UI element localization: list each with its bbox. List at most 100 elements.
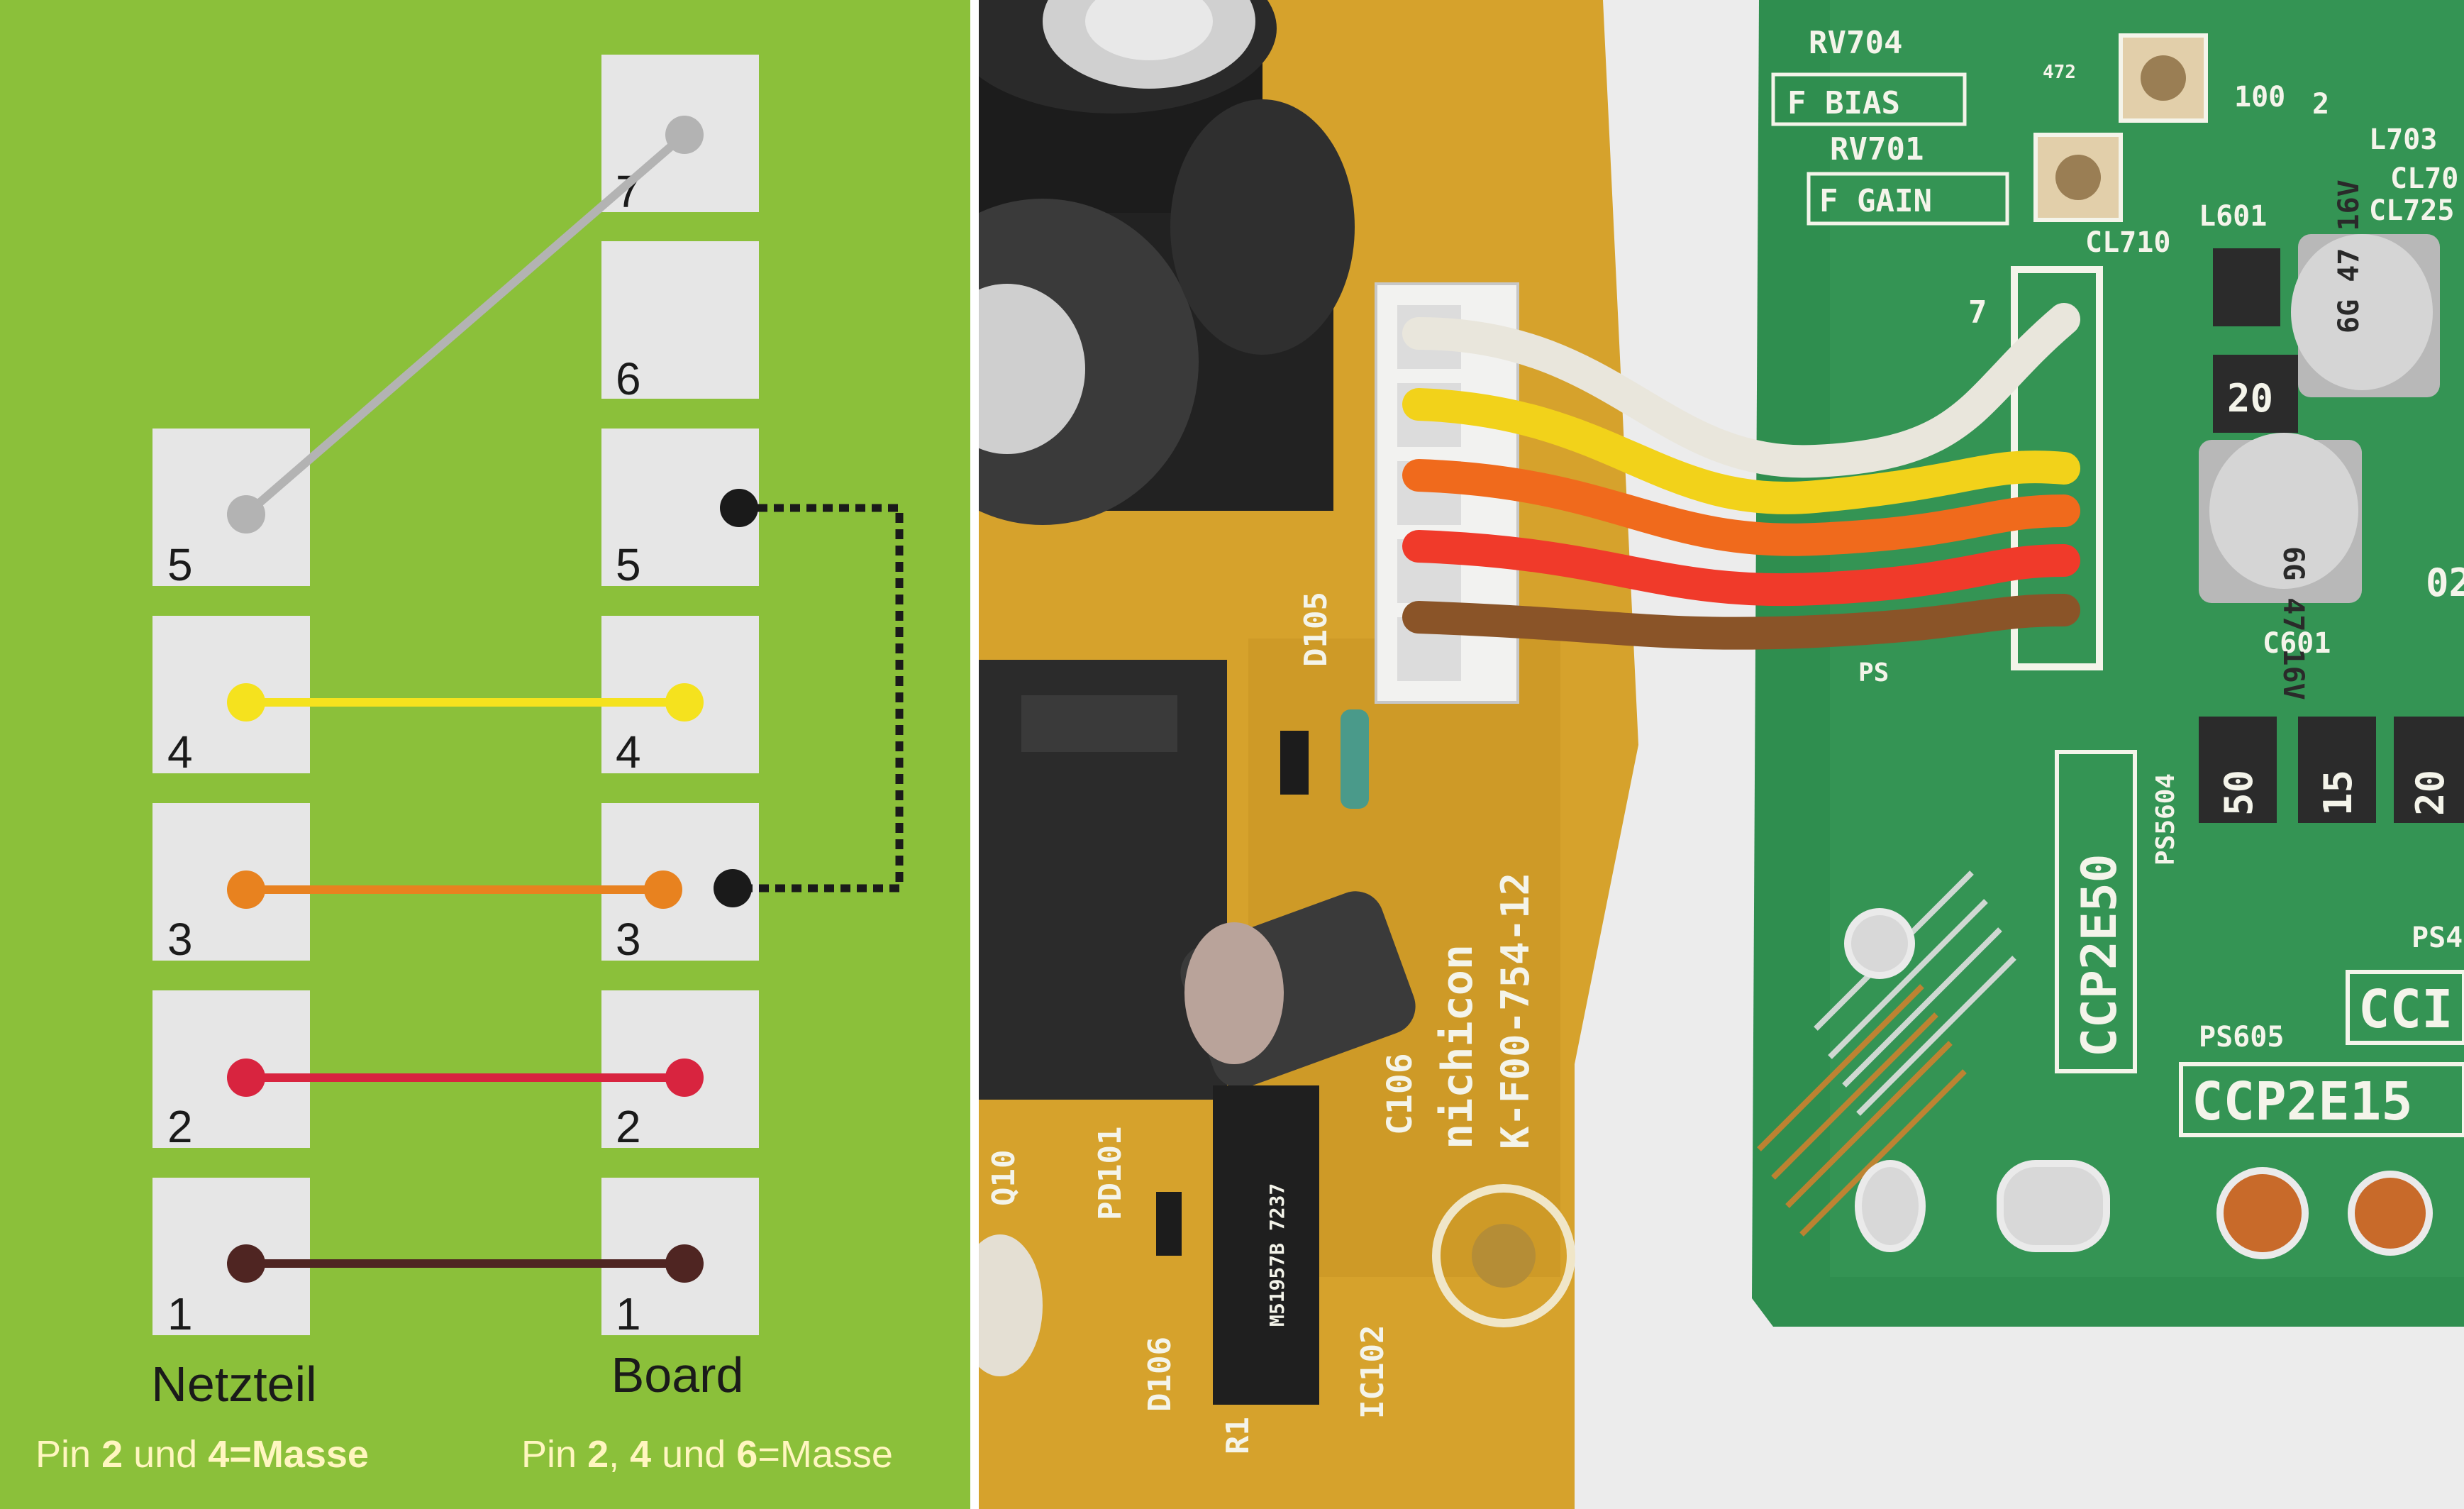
wire-brown: [1402, 594, 2080, 650]
diagram-background: [0, 0, 970, 1509]
board-pin-label: 2: [616, 1101, 641, 1152]
smd-capacitor: [2291, 234, 2440, 397]
silk-frame: [2055, 750, 2137, 1073]
bridge-dot: [720, 489, 758, 527]
board-silkscreen: RV704 F BIAS RV701 F GAIN CL710 L601 L70…: [1771, 25, 2464, 1137]
silk-cl70: CL70: [2390, 162, 2458, 195]
silk-kf00: K-F00-754-12: [1493, 873, 1538, 1149]
netzteil-pin-label: 2: [167, 1101, 193, 1152]
smd-chip: [2213, 248, 2280, 326]
wires: [227, 116, 904, 1283]
smd-chip: [2199, 717, 2277, 823]
diode: [1280, 731, 1309, 795]
pcb-pad-ring: [1432, 1184, 1575, 1327]
smd-chip: [2213, 355, 2298, 433]
wire-grey-5-to-7: [243, 131, 687, 518]
silk-q10: Q10: [986, 1150, 1022, 1206]
silk-cl710: CL710: [2085, 226, 2170, 259]
wire-red: [1402, 530, 2080, 607]
netzteil-pin-label: 4: [167, 726, 193, 778]
netzteil-pin-label: 1: [167, 1288, 193, 1339]
silk-frame: [2179, 1062, 2464, 1137]
board-pin-label: 5: [616, 539, 641, 590]
wire-dot: [227, 1244, 265, 1283]
psu-silkscreen: D105 C106 nichicon K-F00-754-12 Q10 PD10…: [986, 592, 1538, 1454]
board-caption: Board: [611, 1347, 744, 1403]
silk-d105: D105: [1298, 592, 1334, 667]
silk-ps4: PS4: [2412, 922, 2463, 954]
silk-ps: PS: [1858, 658, 1889, 687]
silk-l703: L703: [2369, 123, 2437, 156]
netzteil-pin-label: 5: [167, 539, 193, 590]
black-component-top: [1021, 695, 1177, 752]
wire-white: [1402, 303, 2080, 478]
bridge-dot: [714, 869, 752, 907]
resistor: [1341, 709, 1369, 809]
netzteil-caption: Netzteil: [151, 1356, 316, 1412]
silk-pin7: 7: [1968, 294, 1987, 331]
wire-dot: [227, 870, 265, 909]
copper-pad: [2348, 1171, 2433, 1256]
smd-label-100: 100: [2234, 81, 2285, 114]
smd-capacitor: [2199, 433, 2362, 603]
board-pin-label: 1: [616, 1288, 641, 1339]
board-pad-6: [601, 241, 759, 399]
silk-f-gain: F GAIN: [1819, 183, 1932, 219]
ic-marking: M51957B 7237: [1265, 1183, 1289, 1327]
wire-dot: [644, 870, 682, 909]
led: [979, 1234, 1043, 1376]
smd-label-20a: 20: [2227, 376, 2273, 421]
wire-dot: [665, 683, 704, 722]
silk-f-bias: F BIAS: [1787, 85, 1900, 121]
wire-dot: [227, 495, 265, 534]
smd-chip: [2298, 717, 2376, 823]
cap-marking: 6G 47 16V: [2277, 546, 2309, 700]
pcb-trace-area: [1248, 639, 1560, 1277]
board-photo: RV704 F BIAS RV701 F GAIN CL710 L601 L70…: [979, 0, 2464, 1509]
small-capacitor: [1180, 891, 1416, 1088]
silk-frame: [2346, 970, 2464, 1045]
mounting-hole: [1844, 908, 1915, 979]
bridge-dotted-5-to-3: [734, 504, 904, 892]
pcb-pad-center: [1472, 1224, 1536, 1288]
trim-pot-knob: [2055, 155, 2101, 200]
wire-yellow: [1402, 388, 2080, 514]
silk-c601: C601: [2263, 627, 2331, 660]
board-pin-label: 3: [616, 914, 641, 965]
silk-ccp2e50: CCP2E50: [2072, 853, 2128, 1057]
netzteil-pin-label: 3: [167, 914, 193, 965]
copper-hatching: [1757, 984, 1967, 1237]
smd-label-20c: 20: [2408, 770, 2453, 816]
silk-ic102: IC102: [1355, 1325, 1391, 1419]
silk-pd101: PD101: [1092, 1127, 1128, 1220]
smd-label-02: 02: [2426, 560, 2464, 605]
wire-dot: [665, 1244, 704, 1283]
smd-label-2: 2: [2312, 88, 2329, 121]
footnote-board: Pin 2, 4 und 6=Masse: [521, 1433, 893, 1476]
wire-dot: [227, 1058, 265, 1097]
smd-label-472: 472: [2043, 62, 2076, 83]
board-connector: 7 6 5 4 3 2 1: [601, 55, 759, 1339]
mounting-hole: [1855, 1160, 1926, 1252]
diode: [1156, 1192, 1182, 1256]
silk-r1: R1: [1220, 1417, 1256, 1454]
cable-wires: [1402, 303, 2080, 650]
silk-ccp2e15: CCP2E15: [2192, 1071, 2413, 1132]
silk-rv704: RV704: [1809, 25, 1902, 61]
ic-chip: [1213, 1085, 1319, 1405]
silk-c106: C106: [1380, 1053, 1420, 1135]
board-pin-label: 4: [616, 726, 641, 778]
silk-cl725: CL725: [2369, 194, 2454, 227]
silk-l601: L601: [2199, 200, 2267, 233]
wire-dot: [665, 1058, 704, 1097]
silk-nichicon: nichicon: [1433, 944, 1482, 1149]
silk-frame: [1807, 172, 2009, 226]
smd-label-50: 50: [2216, 770, 2261, 816]
cap-marking: 6G 47 16V: [2333, 179, 2365, 333]
wire-dot: [227, 683, 265, 722]
board-pin-label: 6: [616, 353, 641, 404]
silk-ps5604: PS5604: [2151, 773, 2180, 866]
smd-chip: [2394, 717, 2464, 823]
capacitor-large: [979, 0, 1355, 525]
